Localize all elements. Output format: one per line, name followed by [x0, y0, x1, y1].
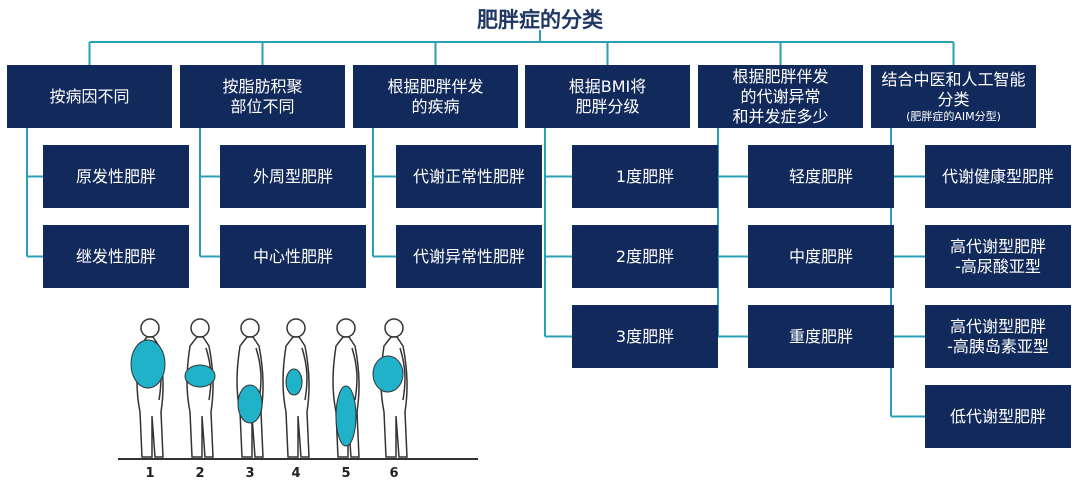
figure-head — [336, 318, 356, 338]
diagram-title: 肥胖症的分类 — [477, 8, 603, 32]
category-header-5-text: 和并发症多少 — [732, 106, 829, 126]
figure-number-label: 1 — [145, 466, 154, 481]
category-item-text: 1度肥胖 — [615, 166, 675, 186]
fat-deposit — [335, 385, 357, 447]
category-header-5: 根据肥胖伴发的代谢异常和并发症多少 — [698, 65, 863, 128]
category-item-text: 轻度肥胖 — [788, 166, 853, 186]
category-item-text: 代谢健康型肥胖 — [941, 166, 1054, 186]
figure-head — [190, 318, 210, 338]
category-item: 低代谢型肥胖 — [925, 385, 1071, 448]
category-header-3: 根据肥胖伴发的疾病 — [353, 65, 518, 128]
figure-arm — [301, 347, 308, 401]
category-item-text: -高胰岛素亚型 — [947, 336, 1049, 356]
category-item: 代谢异常性肥胖 — [396, 225, 542, 288]
category-item-text: 代谢异常性肥胖 — [412, 246, 525, 266]
category-header-5-text: 根据肥胖伴发 — [732, 66, 829, 86]
category-item: 轻度肥胖 — [748, 145, 894, 208]
figure-body — [282, 336, 310, 458]
category-item: 高代谢型肥胖-高尿酸亚型 — [925, 225, 1071, 288]
fat-deposit — [237, 384, 263, 424]
figure-head — [384, 318, 404, 338]
fat-deposit — [130, 339, 166, 389]
category-header-2-text: 部位不同 — [230, 96, 295, 116]
figure-number-label: 4 — [291, 466, 300, 481]
category-header-3-text: 根据肥胖伴发 — [387, 76, 484, 96]
figure-number-label: 2 — [195, 466, 204, 481]
category-item-text: 高代谢型肥胖 — [949, 236, 1046, 256]
figure-number-label: 5 — [341, 466, 350, 481]
figure-head — [140, 318, 160, 338]
category-item-text: 3度肥胖 — [615, 326, 675, 346]
category-header-4: 根据BMI将肥胖分级 — [525, 65, 690, 128]
category-header-6: 结合中医和人工智能分类(肥胖症的AIM分型) — [871, 65, 1036, 128]
category-item-text: 代谢正常性肥胖 — [412, 166, 525, 186]
category-item-text: 中心性肥胖 — [252, 246, 333, 266]
category-item-text: 外周型肥胖 — [252, 166, 333, 186]
category-item: 继发性肥胖 — [43, 225, 189, 288]
category-item: 重度肥胖 — [748, 305, 894, 368]
category-item-text: 中度肥胖 — [788, 246, 853, 266]
category-item-text: 2度肥胖 — [615, 246, 675, 266]
category-item: 代谢正常性肥胖 — [396, 145, 542, 208]
category-header-4-text: 根据BMI将 — [568, 76, 647, 96]
category-header-5-text: 的代谢异常 — [740, 86, 821, 106]
category-header-6-subtitle: (肥胖症的AIM分型) — [906, 109, 1001, 123]
category-item-text: 重度肥胖 — [788, 326, 853, 346]
category-item: 外周型肥胖 — [220, 145, 366, 208]
category-item: 3度肥胖 — [572, 305, 718, 368]
category-item-text: -高尿酸亚型 — [955, 256, 1041, 276]
body-shape-illustration: 1 2 3 4 5 6 — [118, 318, 478, 481]
category-header-1: 按病因不同 — [7, 65, 172, 128]
figure-number-label: 3 — [245, 466, 254, 481]
fat-deposit — [285, 368, 303, 396]
fat-deposit — [184, 364, 216, 388]
category-header-6-text: 结合中医和人工智能分类 — [881, 69, 1026, 109]
category-item-text: 继发性肥胖 — [75, 246, 156, 266]
figure-head — [286, 318, 306, 338]
category-item: 1度肥胖 — [572, 145, 718, 208]
category-item: 高代谢型肥胖-高胰岛素亚型 — [925, 305, 1071, 368]
category-item-text: 高代谢型肥胖 — [949, 316, 1046, 336]
figure-arm — [399, 347, 406, 401]
category-item: 原发性肥胖 — [43, 145, 189, 208]
category-header-2: 按脂肪积聚部位不同 — [180, 65, 345, 128]
category-item: 代谢健康型肥胖 — [925, 145, 1071, 208]
category-header-2-text: 按脂肪积聚 — [222, 76, 303, 96]
category-item: 中度肥胖 — [748, 225, 894, 288]
category-item-text: 原发性肥胖 — [75, 166, 156, 186]
category-header-3-text: 的疾病 — [411, 96, 460, 116]
figure-head — [240, 318, 260, 338]
figure-number-label: 6 — [389, 466, 398, 481]
fat-deposit — [372, 355, 404, 393]
category-header-4-text: 肥胖分级 — [575, 96, 640, 116]
category-item-text: 低代谢型肥胖 — [949, 406, 1046, 426]
category-header-1-text: 按病因不同 — [49, 86, 130, 106]
category-item: 2度肥胖 — [572, 225, 718, 288]
category-item: 中心性肥胖 — [220, 225, 366, 288]
figure-arm — [351, 347, 358, 401]
